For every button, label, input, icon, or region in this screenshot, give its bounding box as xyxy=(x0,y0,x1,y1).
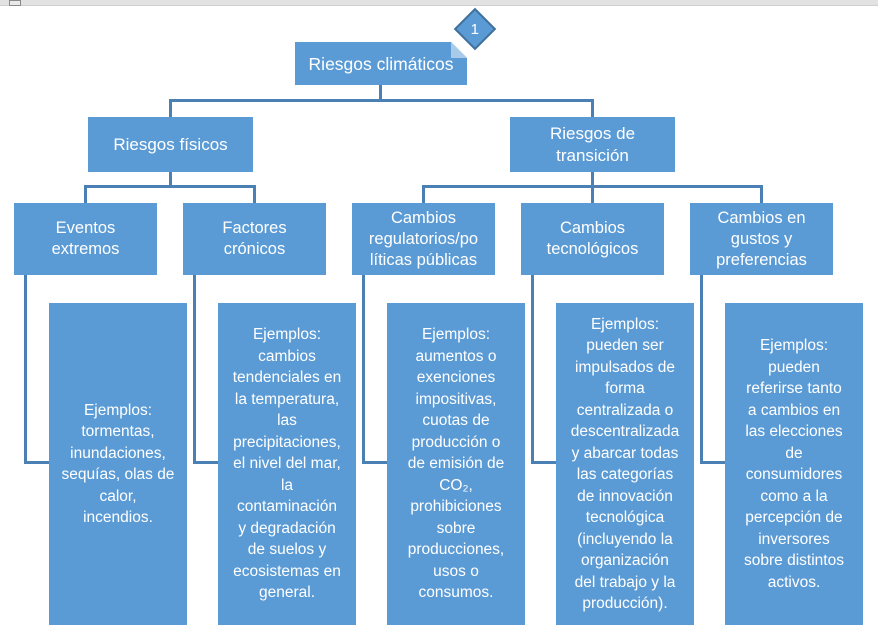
window-edge-fragment xyxy=(9,0,21,6)
connector-transition-stub xyxy=(591,172,594,188)
connector-factores-drop xyxy=(193,275,196,464)
node-riesgos-fisicos: Riesgos físicos xyxy=(88,117,253,172)
connector-physical-crossbar xyxy=(84,185,256,188)
connector-factores-elbow xyxy=(193,461,218,464)
connector-to-physical xyxy=(169,99,172,117)
connector-tecnologicos-elbow xyxy=(531,461,556,464)
connector-to-eventos xyxy=(84,185,87,203)
folded-corner-decoration xyxy=(451,42,467,58)
example-box-eventos-extremos: Ejemplos: tormentas, inundaciones, sequí… xyxy=(49,303,187,625)
node-cambios-regulatorios: Cambios regulatorios/po líticas públicas xyxy=(352,203,495,275)
example-box-factores-cronicos: Ejemplos: cambios tendenciales en la tem… xyxy=(218,303,356,625)
connector-regulatorios-drop xyxy=(362,275,365,464)
connector-tecnologicos-drop xyxy=(531,275,534,464)
connector-level1-crossbar xyxy=(169,99,594,102)
node-factores-cronicos: Factores crónicos xyxy=(183,203,326,275)
connector-to-transition xyxy=(591,99,594,117)
connector-eventos-drop xyxy=(24,275,27,464)
connector-to-factores xyxy=(253,185,256,203)
connector-to-regulatorios xyxy=(422,185,425,203)
example-box-cambios-tecnologicos: Ejemplos: pueden ser impulsados de forma… xyxy=(556,303,694,625)
connector-to-tecnologicos xyxy=(591,185,594,203)
node-eventos-extremos: Eventos extremos xyxy=(14,203,157,275)
node-riesgos-de-transicion: Riesgos de transición xyxy=(510,117,675,172)
example-box-cambios-gustos: Ejemplos: pueden referirse tanto a cambi… xyxy=(725,303,863,625)
connector-eventos-elbow xyxy=(24,461,49,464)
root-node-riesgos-climaticos: Riesgos climáticos xyxy=(295,42,467,85)
connector-gustos-elbow xyxy=(700,461,725,464)
connector-gustos-drop xyxy=(700,275,703,464)
node-cambios-tecnologicos: Cambios tecnológicos xyxy=(521,203,664,275)
connector-regulatorios-elbow xyxy=(362,461,387,464)
diamond-number-badge: 1 xyxy=(453,7,497,51)
connector-physical-stub xyxy=(169,172,172,188)
connector-to-gustos xyxy=(760,185,763,203)
badge-number: 1 xyxy=(470,20,480,38)
window-edge-strip xyxy=(0,0,878,6)
example-box-cambios-regulatorios: Ejemplos: aumentos o exenciones impositi… xyxy=(387,303,525,625)
node-cambios-gustos-preferencias: Cambios en gustos y preferencias xyxy=(690,203,833,275)
connector-root-stub xyxy=(379,85,382,102)
